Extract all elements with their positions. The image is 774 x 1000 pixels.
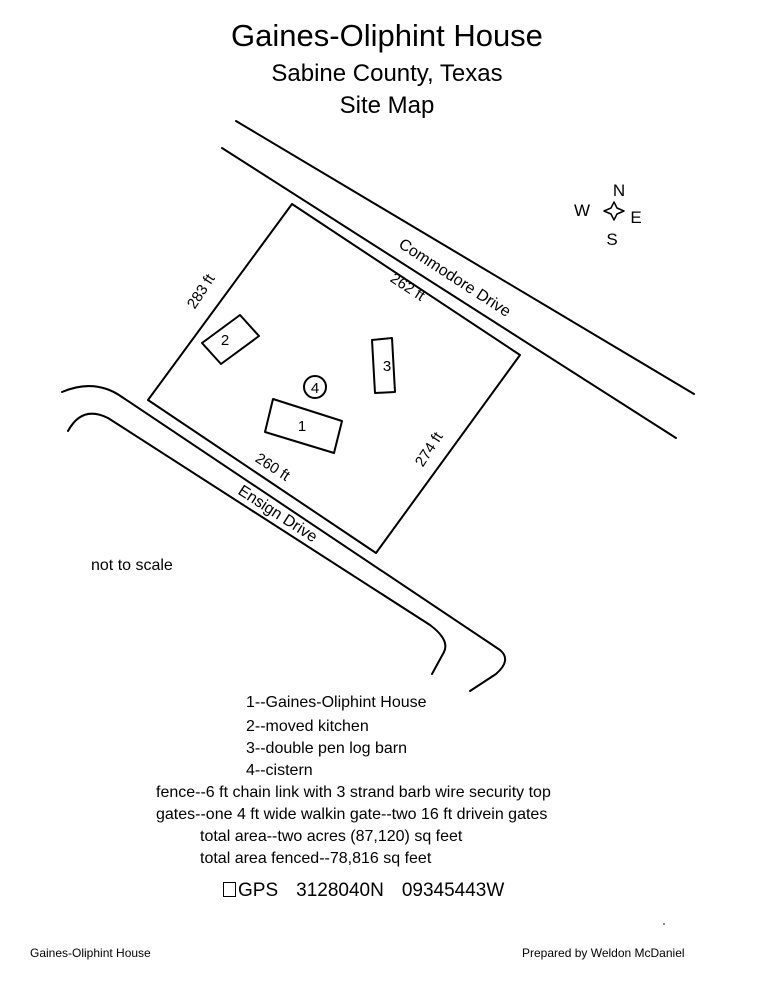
- county-subtitle: Sabine County, Texas: [271, 60, 503, 87]
- structure-2-label: 2: [221, 332, 229, 349]
- structure-3-barn: [371, 337, 396, 394]
- dimension-bottom-label: 260 ft: [252, 450, 293, 485]
- compass-east-label: E: [630, 208, 641, 227]
- structure-1-label: 1: [298, 418, 306, 435]
- footer-left: Gaines-Oliphint House: [30, 946, 151, 960]
- compass-south-label: S: [606, 230, 617, 249]
- ensign-drive-label: Ensign Drive: [235, 482, 320, 546]
- compass-west-label: W: [574, 201, 590, 220]
- structure-3-label: 3: [383, 358, 391, 375]
- gps-north: 3128040N: [296, 880, 384, 901]
- legend-item-4: 4--cistern: [246, 762, 313, 779]
- structure-4-label: 4: [311, 380, 319, 397]
- legend-fence-note: fence--6 ft chain link with 3 strand bar…: [156, 784, 551, 801]
- stray-dot: [663, 923, 665, 925]
- structure-2-kitchen: [201, 314, 260, 365]
- gps-west: 09345443W: [401, 880, 505, 901]
- gps-label: GPS: [238, 880, 279, 901]
- legend-total-area: total area--two acres (87,120) sq feet: [200, 828, 463, 845]
- legend-fenced-area: total area fenced--78,816 sq feet: [200, 850, 432, 867]
- legend-item-2: 2--moved kitchen: [246, 718, 369, 735]
- map-title: Gaines-Oliphint House: [231, 18, 543, 53]
- site-map-subtitle: Site Map: [339, 92, 435, 119]
- commodore-drive-label: Commodore Drive: [395, 236, 513, 321]
- compass-star-icon: [603, 201, 625, 221]
- commodore-drive-edge-outer: [235, 120, 695, 395]
- checkbox-square-icon: [223, 882, 236, 897]
- structure-4-cistern: [303, 375, 327, 399]
- structure-1-house: [264, 398, 343, 454]
- legend-item-1: 1--Gaines-Oliphint House: [246, 694, 427, 711]
- fenced-lot-boundary: [147, 203, 521, 554]
- scale-note: not to scale: [91, 557, 173, 574]
- footer-right: Prepared by Weldon McDaniel: [522, 946, 685, 960]
- commodore-drive-edge-inner: [221, 147, 677, 439]
- dimension-left-label: 283 ft: [184, 270, 219, 311]
- legend-item-3: 3--double pen log barn: [246, 740, 407, 757]
- ensign-drive-edge-lower: [67, 412, 447, 675]
- compass-north-label: N: [613, 181, 625, 200]
- gps-coordinates: GPS 3128040N 09345443W: [223, 880, 504, 902]
- legend-gates-note: gates--one 4 ft wide walkin gate--two 16…: [156, 806, 547, 823]
- ensign-drive-edge-upper: [61, 385, 507, 692]
